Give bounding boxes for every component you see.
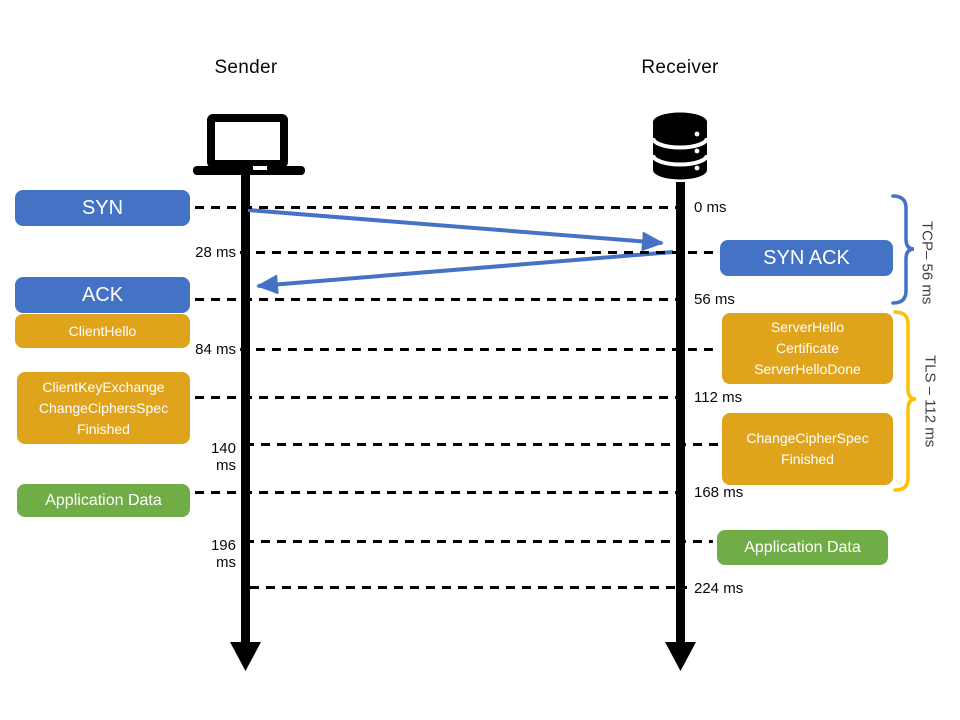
syn-arrow [247, 208, 664, 252]
ack-label: ACK [81, 283, 124, 306]
tick-line-112ms [195, 396, 687, 399]
server-hello-line: ServerHello [770, 319, 845, 335]
server-hello-done-line: ServerHelloDone [754, 361, 861, 377]
client-hello-message-box: ClientHello [15, 314, 190, 348]
tick-line-84ms [240, 348, 718, 351]
finished-line: Finished [77, 420, 130, 437]
tcp-phase-label: TCP– 56 ms [918, 221, 936, 305]
tls-phase-label: TLS – 112 ms [921, 354, 939, 448]
application-data-receiver-box: Application Data [717, 530, 888, 565]
tick-line-140ms [245, 443, 718, 446]
syn-message-box: SYN [15, 190, 190, 226]
sender-lifeline [230, 175, 261, 671]
syn-ack-arrow [256, 250, 674, 295]
timestamp-196ms: 196 ms [210, 537, 236, 571]
tcp-brace [891, 194, 915, 305]
database-icon [651, 112, 709, 180]
change-cipher-spec-message-box: ChangeCipherSpec Finished [722, 413, 893, 485]
tick-line-0ms [195, 206, 687, 209]
tick-line-196ms [245, 540, 713, 543]
tick-line-168ms [195, 491, 687, 494]
application-data-sender-label: Application Data [45, 491, 162, 509]
change-ciphers-spec-line: ChangeCiphersSpec [38, 399, 169, 416]
receiver-title: Receiver [641, 57, 719, 78]
sender-title: Sender [214, 57, 278, 78]
certificate-line: Certificate [775, 340, 840, 356]
laptop-icon [193, 114, 305, 175]
timestamp-140ms: 140 ms [210, 440, 236, 474]
timestamp-28ms: 28 ms [195, 244, 236, 261]
application-data-sender-box: Application Data [17, 484, 190, 517]
server-hello-message-box: ServerHello Certificate ServerHelloDone [722, 313, 893, 384]
timestamp-168ms: 168 ms [694, 484, 744, 501]
timestamp-0ms: 0 ms [694, 199, 727, 216]
change-cipher-spec-line: ChangeCipherSpec [746, 430, 869, 446]
syn-ack-message-box: SYN ACK [720, 240, 893, 276]
client-key-exchange-message-box: ClientKeyExchange ChangeCiphersSpec Fini… [17, 372, 190, 444]
receiver-lifeline [665, 182, 696, 671]
timestamp-56ms: 56 ms [694, 291, 735, 308]
client-hello-label: ClientHello [68, 322, 137, 339]
finished-line: Finished [781, 451, 834, 467]
syn-ack-label: SYN ACK [763, 246, 850, 269]
tick-line-224ms [250, 586, 687, 589]
timestamp-224ms: 224 ms [694, 580, 744, 597]
timestamp-84ms: 84 ms [195, 341, 236, 358]
application-data-receiver-label: Application Data [744, 538, 861, 556]
client-key-exchange-line: ClientKeyExchange [42, 378, 165, 395]
syn-label: SYN [81, 196, 124, 219]
tick-line-56ms [195, 298, 687, 301]
timestamp-112ms: 112 ms [694, 389, 743, 406]
tls-brace [893, 310, 917, 492]
ack-message-box: ACK [15, 277, 190, 313]
tick-line-28ms [240, 251, 717, 254]
